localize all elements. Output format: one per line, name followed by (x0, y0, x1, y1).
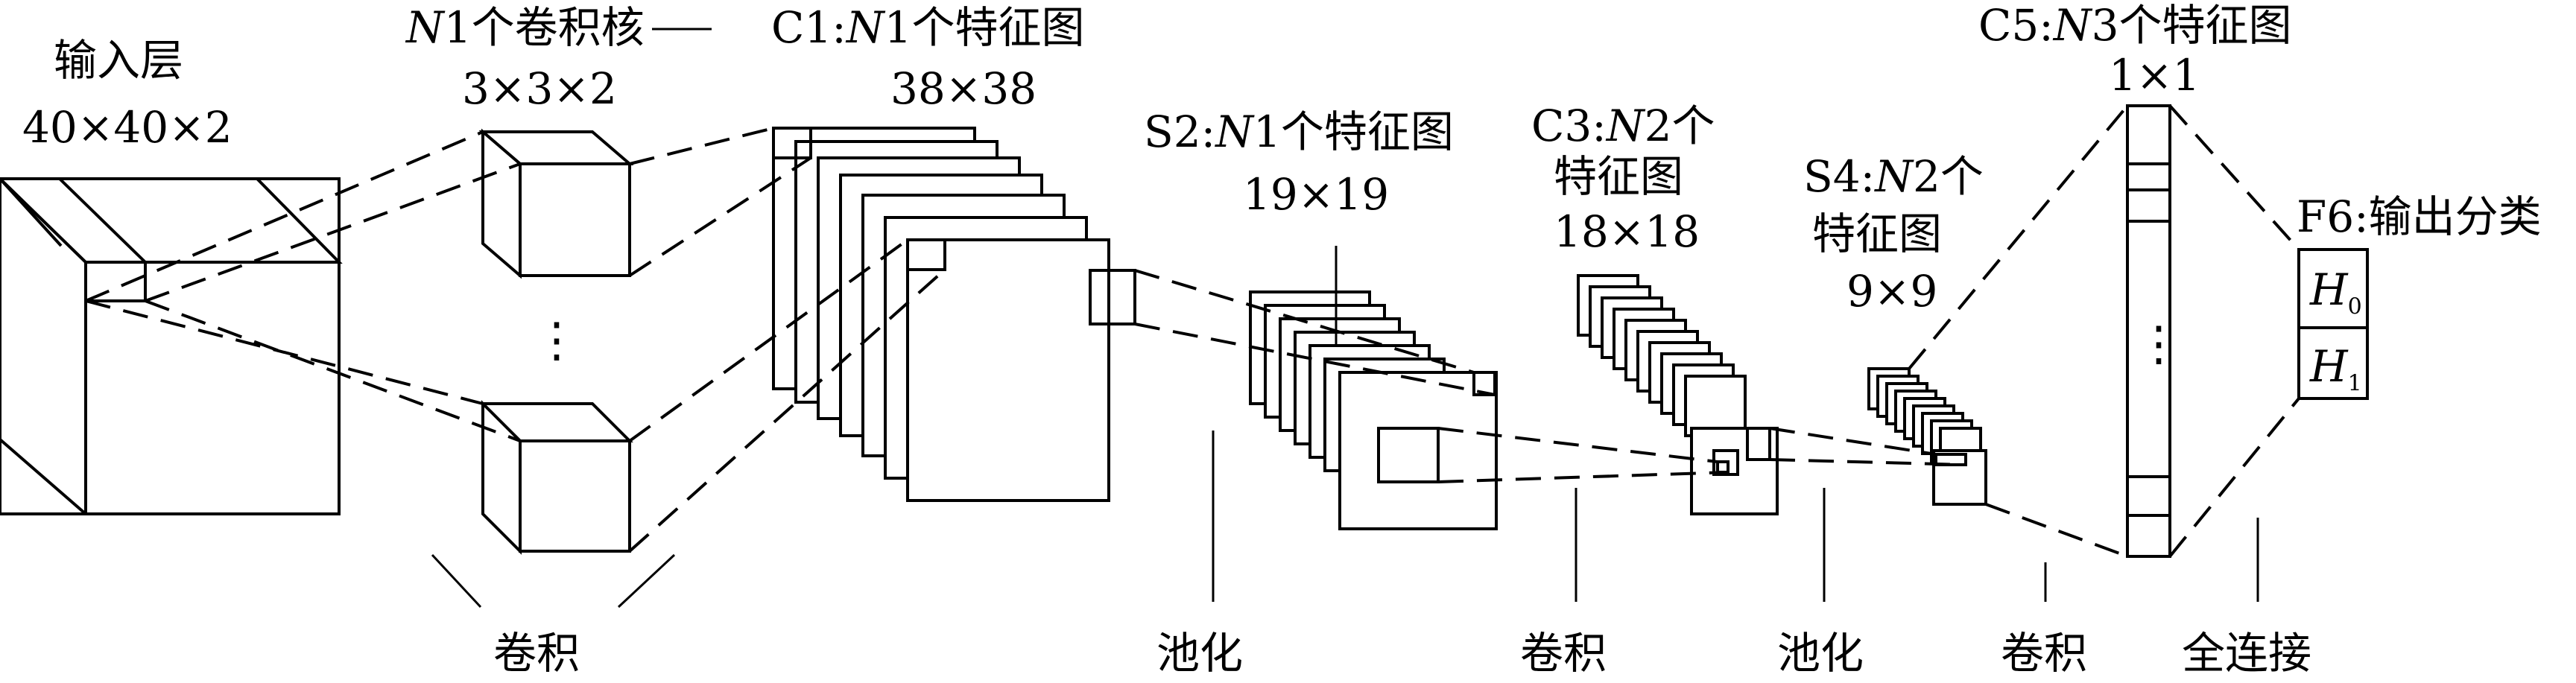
op-conv1-bracket-left (431, 553, 482, 609)
c3-label-line2: 特征图 (1554, 151, 1684, 202)
kernel-cube-top (478, 128, 634, 279)
op-label-conv1: 卷积 (493, 628, 580, 679)
kernel-size-label: 3×3×2 (462, 63, 617, 114)
f6-output-box (2297, 248, 2369, 400)
op-label-conv2: 卷积 (1520, 628, 1607, 679)
c3-label-line1: C3:N2个 (1531, 101, 1715, 151)
kernel-cube-bottom (479, 400, 633, 555)
input-layer-size: 40×40×2 (22, 102, 232, 153)
input-layer-cube (0, 177, 343, 515)
h1-label: H1 (2310, 341, 2362, 397)
s4-size-label: 9×9 (1846, 266, 1938, 317)
input-layer-title: 输入层 (54, 35, 184, 86)
kernel-count-label: N1个卷积核 (406, 2, 645, 53)
c5-size-label: 1×1 (2109, 50, 2200, 101)
s4-feature-map-stack (1867, 367, 1987, 506)
c1-label: C1:N1个特征图 (771, 2, 1085, 53)
f6-label: F6:输出分类 (2297, 191, 2542, 242)
c5-ellipsis: ⋮ (2135, 317, 2183, 372)
c3-size-label: 18×18 (1554, 206, 1700, 257)
s2-size-label: 19×19 (1243, 169, 1390, 220)
c1-feature-map-stack (772, 127, 1136, 502)
op-label-fc: 全连接 (2182, 628, 2312, 679)
s2-feature-map-stack (1249, 290, 1498, 530)
op-label-pool1: 池化 (1156, 628, 1244, 679)
kernels-ellipsis: ⋮ (533, 313, 580, 368)
op-label-pool2: 池化 (1777, 628, 1864, 679)
op-conv1-bracket-right (617, 553, 676, 609)
c5-vector-column (2126, 104, 2171, 558)
c3-feature-map-stack (1577, 274, 1779, 515)
s4-label-line2: 特征图 (1812, 209, 1943, 259)
dashed-connectors (85, 104, 2300, 558)
h0-label: H0 (2310, 264, 2362, 320)
c5-label: C5:N3个特征图 (1978, 0, 2292, 51)
op-label-conv3: 卷积 (2001, 628, 2088, 679)
c1-size-label: 38×38 (890, 63, 1037, 114)
s4-label-line1: S4:N2个 (1803, 151, 1984, 202)
s2-label: S2:N1个特征图 (1144, 107, 1454, 157)
